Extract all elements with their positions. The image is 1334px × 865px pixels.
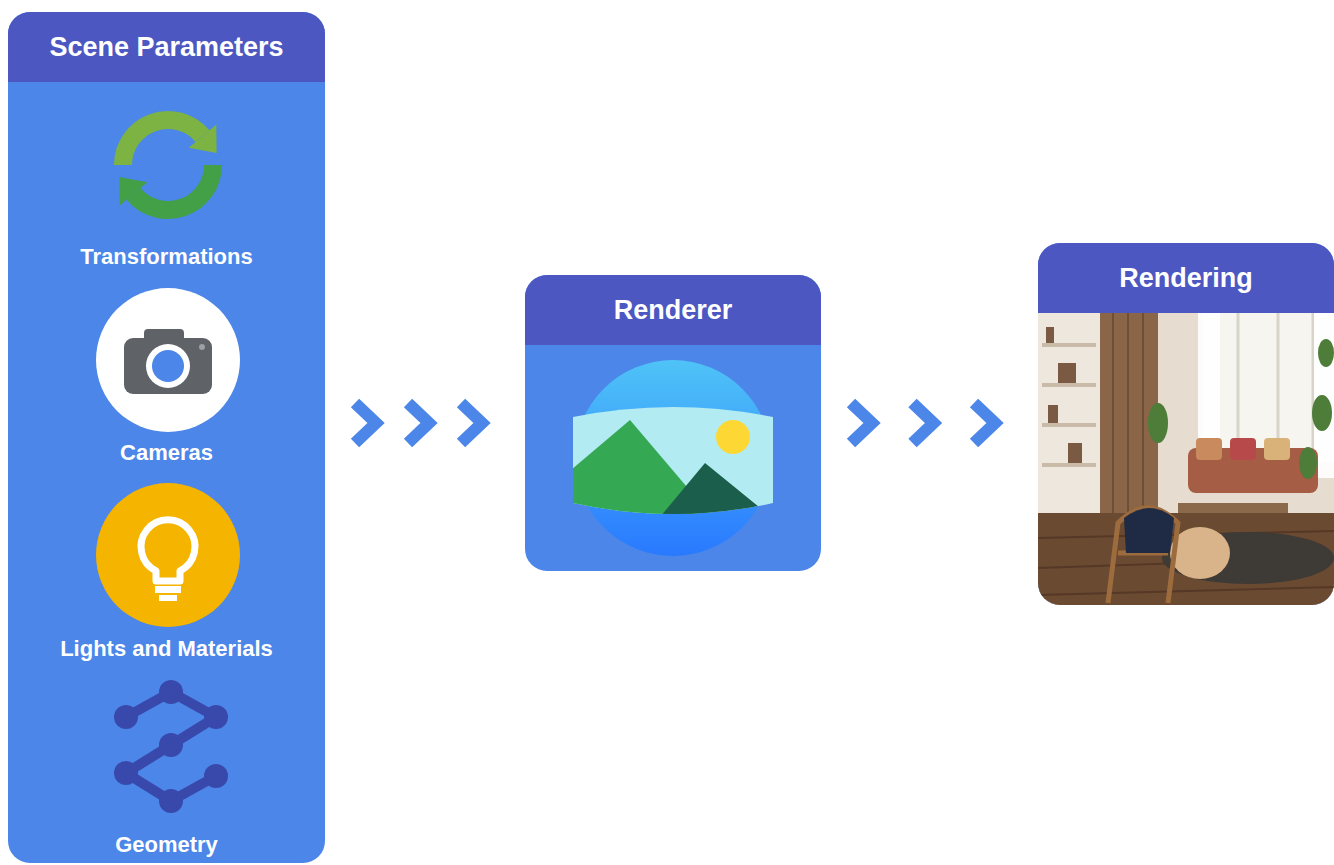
parameter-item: Lights and Materials: [8, 475, 325, 665]
transform-icon: [8, 85, 325, 245]
geometry-icon: [8, 677, 325, 837]
parameter-panel: Transformations Cameras Lights and Mater…: [8, 12, 325, 863]
panel-heading: Scene Parameters: [8, 12, 325, 82]
rendering-box: Rendering: [1038, 243, 1334, 605]
bulb-icon: [8, 475, 325, 635]
parameter-item: Geometry: [8, 677, 325, 861]
item-label: Geometry: [8, 831, 325, 859]
camera-icon: [8, 280, 325, 440]
renderer-box: Renderer: [525, 275, 821, 571]
panel-heading: Rendering: [1038, 243, 1334, 313]
room-rendering: [1038, 313, 1334, 605]
parameter-item: Transformations: [8, 85, 325, 273]
chevron-arrow: [355, 403, 482, 443]
item-label: Lights and Materials: [8, 635, 325, 663]
item-label: Transformations: [8, 243, 325, 271]
panel-heading: Renderer: [525, 275, 821, 345]
chevron-arrow: [851, 403, 995, 443]
renderer-icon: [525, 345, 821, 571]
parameter-item: Cameras: [8, 280, 325, 469]
item-label: Cameras: [8, 439, 325, 467]
